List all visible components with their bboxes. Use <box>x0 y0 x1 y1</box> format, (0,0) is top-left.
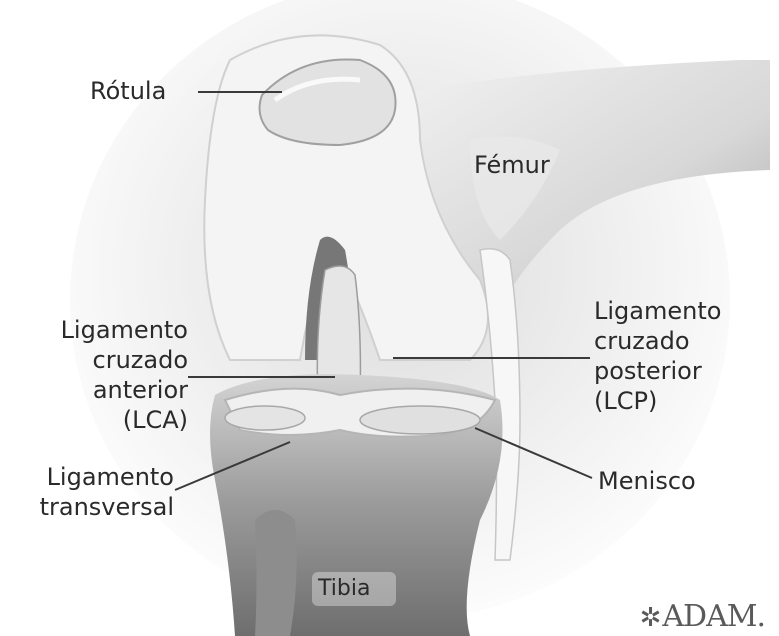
label-transversal-line-1: Ligamento <box>6 462 174 492</box>
label-lca-line-1: Ligamento <box>20 315 188 345</box>
label-transversal-line-2: transversal <box>6 492 174 522</box>
adam-logo: ✲ADAM. <box>640 599 765 634</box>
label-rotula: Rótula <box>90 76 166 106</box>
label-lcp: Ligamento cruzado posterior (LCP) <box>594 296 721 416</box>
label-transversal: Ligamento transversal <box>6 462 174 522</box>
label-lca-line-2: cruzado <box>20 345 188 375</box>
label-lcp-line-4: (LCP) <box>594 386 721 416</box>
label-lcp-line-3: posterior <box>594 356 721 386</box>
fibula <box>255 510 297 636</box>
label-lca: Ligamento cruzado anterior (LCA) <box>20 315 188 435</box>
label-menisco: Menisco <box>598 466 696 496</box>
adam-star-icon: ✲ <box>640 603 661 633</box>
adam-logo-text: ADAM. <box>662 599 765 634</box>
label-lca-line-3: anterior <box>20 375 188 405</box>
label-lcp-line-2: cruzado <box>594 326 721 356</box>
label-lcp-line-1: Ligamento <box>594 296 721 326</box>
label-femur: Fémur <box>474 150 550 180</box>
label-lca-line-4: (LCA) <box>20 405 188 435</box>
label-tibia: Tibia <box>318 574 370 604</box>
